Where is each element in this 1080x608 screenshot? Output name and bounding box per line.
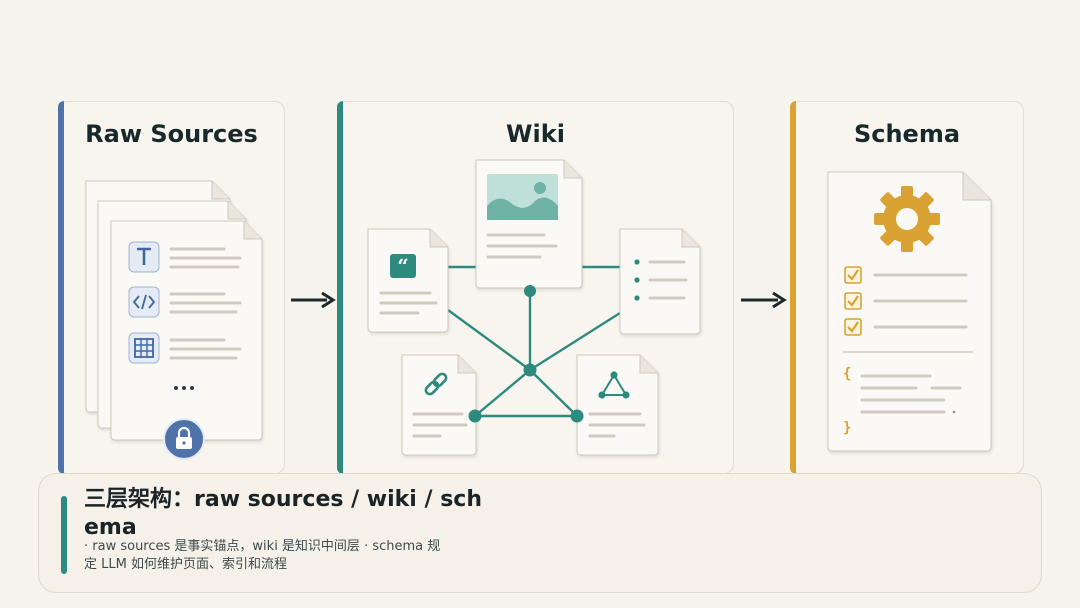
list-icon xyxy=(634,259,640,301)
graph-icon xyxy=(598,371,630,399)
caption-card: 三层架构：raw sources / wiki / schema · raw s… xyxy=(38,473,1042,593)
wiki-network-nodes xyxy=(468,285,584,423)
gear-icon xyxy=(874,186,940,252)
wiki-quote-page: “ xyxy=(367,228,449,333)
caption-accent-bar xyxy=(61,496,67,574)
wiki-image-page xyxy=(475,159,583,289)
svg-text:{: { xyxy=(843,366,851,382)
wiki-graph-page xyxy=(576,354,659,456)
image-icon xyxy=(487,174,558,220)
ellipsis-icon xyxy=(174,386,194,390)
wiki-title: Wiki xyxy=(506,120,565,148)
checkbox-icon xyxy=(844,266,862,336)
table-icon xyxy=(128,332,160,364)
lock-icon xyxy=(163,418,205,460)
caption-subtitle: · raw sources 是事实锚点，wiki 是知识中间层 · schema… xyxy=(84,539,441,572)
caption-title: 三层架构：raw sources / wiki / schema xyxy=(84,487,482,540)
schema-document xyxy=(827,171,992,452)
text-icon xyxy=(128,241,160,273)
quote-icon: “ xyxy=(390,254,416,278)
wiki-link-page xyxy=(401,354,477,456)
svg-text:}: } xyxy=(843,420,851,436)
code-braces-icon: { } xyxy=(843,366,851,436)
arrow-wiki-to-schema xyxy=(741,291,787,309)
link-icon xyxy=(424,372,448,396)
svg-text:“: “ xyxy=(397,254,409,278)
wiki-network-links xyxy=(447,265,621,418)
raw-sources-title: Raw Sources xyxy=(85,120,258,148)
code-icon xyxy=(128,286,160,318)
arrow-raw-to-wiki xyxy=(291,291,336,309)
wiki-list-page xyxy=(619,228,701,335)
schema-title: Schema xyxy=(853,120,961,148)
